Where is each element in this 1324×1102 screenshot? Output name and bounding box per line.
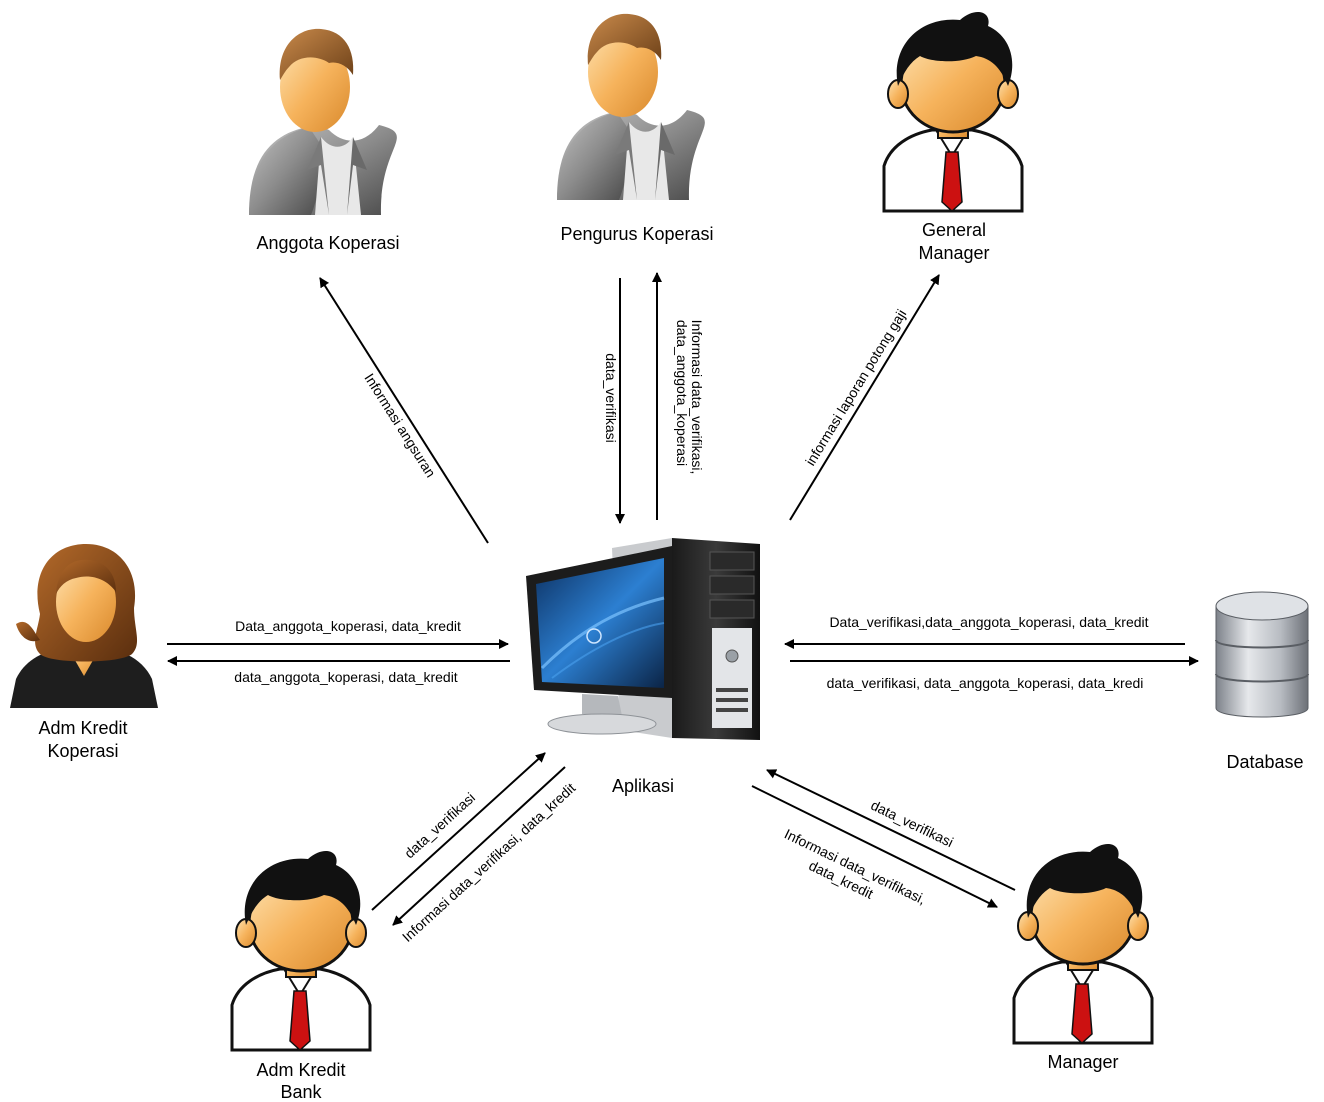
node-manager: Manager (1012, 844, 1154, 1072)
node-general-manager: General Manager (882, 12, 1024, 263)
edge-app-to-anggota-arrow (319, 277, 489, 544)
node-label-adm-kredit-bank-line1: Adm Kredit (256, 1060, 345, 1080)
manager-person-red-tie-icon (882, 12, 1024, 213)
desktop-computer-icon (526, 538, 760, 740)
node-pengurus-koperasi: Pengurus Koperasi (557, 13, 714, 244)
edge-label-pengurus-data-verifikasi: data_verifikasi (603, 353, 619, 443)
node-label-adm-kredit-bank-line2: Bank (280, 1082, 322, 1102)
edge-app-to-bank-arrow (392, 766, 566, 926)
manager-person-red-tie-icon (230, 851, 372, 1052)
node-label-gm-line1: General (922, 220, 986, 240)
business-person-gray-suit-icon (557, 13, 705, 200)
edge-label-db-to-app: Data_verifikasi,data_anggota_koperasi, d… (829, 614, 1148, 630)
woman-person-icon (10, 544, 158, 708)
node-database: Database (1215, 591, 1309, 772)
edge-label-manager-data-verifikasi: data_verifikasi (868, 797, 956, 850)
edge-bank-to-app-arrow (371, 752, 546, 911)
node-adm-kredit-bank: Adm Kredit Bank (230, 851, 372, 1102)
edge-label-informasi-angsuran: Informasi angsuran (361, 370, 439, 480)
node-label-adm-kredit-koperasi-line1: Adm Kredit (38, 718, 127, 738)
node-aplikasi: Aplikasi (526, 538, 760, 796)
edge-app-to-manager-arrow (751, 785, 998, 908)
node-label-anggota-koperasi: Anggota Koperasi (256, 233, 399, 253)
node-label-adm-kredit-koperasi-line2: Koperasi (47, 741, 118, 761)
edge-label-pengurus-info-line1: Informasi data_verifikasi, (689, 320, 705, 475)
edges-layer (167, 272, 1199, 926)
node-label-gm-line2: Manager (918, 243, 989, 263)
business-person-gray-suit-icon (249, 28, 397, 215)
database-cylinder-icon (1215, 591, 1309, 718)
node-label-manager: Manager (1047, 1052, 1118, 1072)
edge-app-to-gm-arrow (789, 274, 940, 521)
edge-label-pengurus-info-line2: data_anggota_koperasi (674, 320, 690, 466)
node-label-database: Database (1226, 752, 1303, 772)
manager-person-red-tie-icon (1012, 844, 1154, 1045)
edge-label-adm-to-app: Data_anggota_koperasi, data_kredit (235, 618, 461, 634)
edge-label-app-to-db: data_verifikasi, data_anggota_koperasi, … (827, 675, 1144, 691)
edge-manager-to-app-arrow (766, 769, 1016, 891)
node-label-aplikasi: Aplikasi (612, 776, 674, 796)
node-anggota-koperasi: Anggota Koperasi (249, 28, 400, 253)
edge-label-app-to-adm: data_anggota_koperasi, data_kredit (234, 669, 458, 685)
node-adm-kredit-koperasi: Adm Kredit Koperasi (10, 544, 158, 761)
node-label-pengurus-koperasi: Pengurus Koperasi (560, 224, 713, 244)
edge-label-gm-info: informasi laporan potong gaji (802, 307, 909, 469)
